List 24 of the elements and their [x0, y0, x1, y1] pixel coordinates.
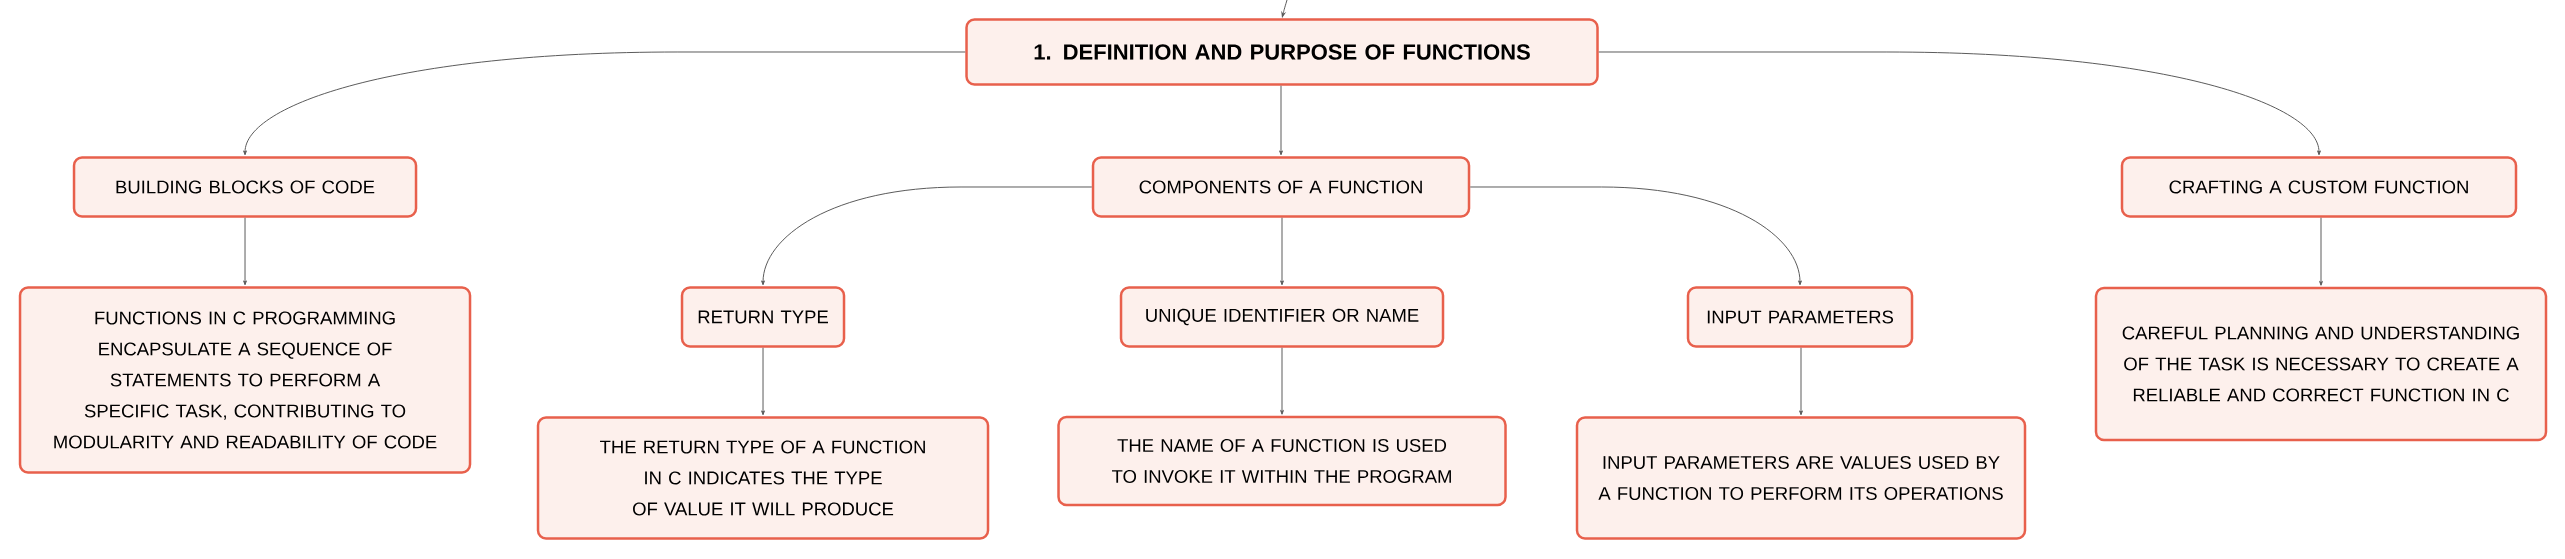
connector [1280, 217, 1284, 286]
connector [2319, 217, 2323, 286]
topic-box: UNIQUE IDENTIFIER OR NAME [1119, 286, 1445, 348]
connector [1598, 51, 2321, 156]
topic-box: COMPONENTS OF A FUNCTION [1091, 156, 1471, 218]
topic-box: THE NAME OF A FUNCTION IS USED TO INVOKE IT WITHIN THE PROGRAM [1057, 415, 1507, 507]
connector [243, 51, 966, 156]
topic-box: BUILDING BLOCKS OF CODE [72, 156, 418, 218]
connector [761, 186, 1093, 286]
topic-box: INPUT PARAMETERS ARE VALUES USED BY A FUNCTION TO PERFORM ITS OPERATIONS [1575, 416, 2027, 540]
connector [1279, 85, 1283, 156]
topic-box: INPUT PARAMETERS [1686, 286, 1914, 348]
connector [1280, 347, 1284, 415]
connector [761, 347, 765, 416]
connector [1281, 0, 1288, 18]
topic-box: RETURN TYPE [680, 286, 846, 348]
connector [243, 217, 247, 286]
connector [1469, 186, 1802, 286]
title-box: 1. DEFINITION AND PURPOSE OF FUNCTIONS [965, 18, 1599, 86]
topic-box: CRAFTING A CUSTOM FUNCTION [2120, 156, 2518, 218]
topic-box: FUNCTIONS IN C PROGRAMMING ENCAPSULATE A SEQUENCE OF STATEMENTS TO PERFORM A SPECIFIC TASK, CONTRIBUTING TO MODULARITY AND READABILITY OF CODE [18, 286, 472, 474]
topic-box: CAREFUL PLANNING AND UNDERSTANDING OF THE TASK IS NECESSARY TO CREATE A RELIABLE AND CORRECT FUNCTION IN C [2094, 286, 2548, 442]
topic-box: THE RETURN TYPE OF A FUNCTION IN C INDICATES THE TYPE OF VALUE IT WILL PRODUCE [536, 416, 990, 540]
connector [1799, 347, 1803, 416]
